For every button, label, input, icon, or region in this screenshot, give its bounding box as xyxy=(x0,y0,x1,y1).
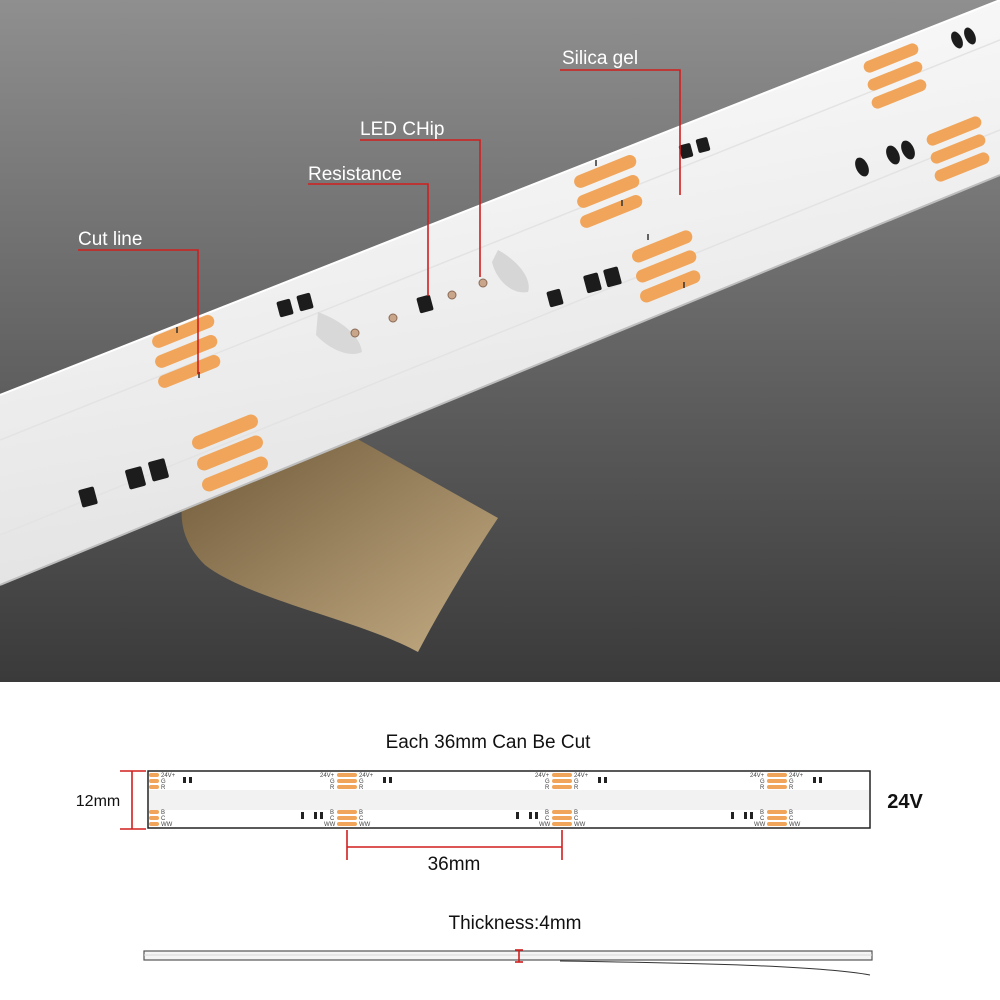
segment-dimension xyxy=(346,830,563,860)
pad-label: R xyxy=(760,785,765,791)
strip-edge-shadow xyxy=(0,174,1000,586)
pad-label: WW xyxy=(324,822,336,828)
pad-label: B xyxy=(359,810,363,816)
pad-label: G xyxy=(359,779,364,785)
pad-label: 24V+ xyxy=(359,773,374,779)
thickness-title: Thickness:4mm xyxy=(448,913,581,934)
solder-pads-top xyxy=(152,43,927,388)
pad-label: B xyxy=(789,810,793,816)
strip-center-band xyxy=(149,790,869,810)
peeled-tape-side xyxy=(559,960,871,976)
pad-label: C xyxy=(545,816,550,822)
pad-group-top: 24V+ G R xyxy=(149,773,192,791)
pad-label: G xyxy=(760,779,765,785)
voltage-label: 24V xyxy=(887,791,923,813)
callout-leaders xyxy=(78,69,681,374)
pad-label: WW xyxy=(539,822,551,828)
pad-group-bottom: B C WW B C WW xyxy=(516,810,586,828)
strip-closeup-photo: Silica gel LED CHip Resistance Cut line xyxy=(0,0,1000,682)
pad-label: 24V+ xyxy=(789,773,804,779)
pad-label: B xyxy=(161,810,165,816)
pad-label: WW xyxy=(754,822,766,828)
pad-group-top: 24V+ G R 24V+ G R xyxy=(535,773,607,791)
pad-label: C xyxy=(789,816,794,822)
pad-label: G xyxy=(789,779,794,785)
resistor-chips xyxy=(855,27,976,177)
pad-label: C xyxy=(760,816,765,822)
pad-label: B xyxy=(545,810,549,816)
pad-label: C xyxy=(359,816,364,822)
pad-label: WW xyxy=(789,822,801,828)
pad-group-top: 24V+ G R 24V+ G R xyxy=(750,773,822,791)
pad-label: B xyxy=(760,810,764,816)
pad-group-bottom: B C WW B C WW xyxy=(301,810,371,828)
cut-interval-title: Each 36mm Can Be Cut xyxy=(386,732,592,753)
pad-label: G xyxy=(330,779,335,785)
pad-label: 24V+ xyxy=(574,773,589,779)
strip-groove xyxy=(0,129,1000,536)
strip-edge-highlight xyxy=(0,0,1000,396)
pad-label: 24V+ xyxy=(750,773,765,779)
thickness-dimension xyxy=(515,949,523,963)
pad-label: 24V+ xyxy=(535,773,550,779)
pad-label: WW xyxy=(359,822,371,828)
pad-label: C xyxy=(574,816,579,822)
cut-line-marks xyxy=(176,160,685,378)
pad-label: WW xyxy=(574,822,586,828)
pad-label: R xyxy=(359,785,364,791)
pad-label: R xyxy=(545,785,550,791)
adhesive-backing-tape xyxy=(181,432,498,652)
pad-label: WW xyxy=(161,822,173,828)
pad-label: B xyxy=(574,810,578,816)
pad-label: C xyxy=(330,816,335,822)
pad-label: 24V+ xyxy=(320,773,335,779)
callout-cut-line: Cut line xyxy=(78,229,142,250)
silica-gel-bulge xyxy=(492,250,529,293)
pad-label: C xyxy=(161,816,166,822)
callout-led-chip: LED CHip xyxy=(360,119,444,140)
dimension-diagram: Each 36mm Can Be Cut 12mm 24V 24V+ G R 2… xyxy=(76,732,923,976)
led-chips xyxy=(78,137,711,508)
pad-label: R xyxy=(574,785,579,791)
callout-silica-gel: Silica gel xyxy=(562,48,638,69)
pad-label: R xyxy=(789,785,794,791)
width-dimension xyxy=(120,770,146,830)
pad-group-bottom: B C WW B C WW xyxy=(731,810,801,828)
segment-length-label: 36mm xyxy=(428,854,481,875)
callout-resistance: Resistance xyxy=(308,164,402,185)
pad-label: G xyxy=(161,779,166,785)
pad-label: B xyxy=(330,810,334,816)
pad-label: 24V+ xyxy=(161,773,176,779)
strip-groove xyxy=(0,39,1000,441)
solder-pads-bottom xyxy=(192,116,990,492)
silica-gel-bulge xyxy=(316,312,362,355)
pad-label: R xyxy=(161,785,166,791)
pad-label: R xyxy=(330,785,335,791)
resistance-dots xyxy=(350,278,488,338)
width-label: 12mm xyxy=(76,793,120,810)
pad-label: G xyxy=(545,779,550,785)
pad-group-top: 24V+ G R 24V+ G R xyxy=(320,773,392,791)
pad-group-bottom: B C WW xyxy=(149,810,173,828)
pad-label: G xyxy=(574,779,579,785)
